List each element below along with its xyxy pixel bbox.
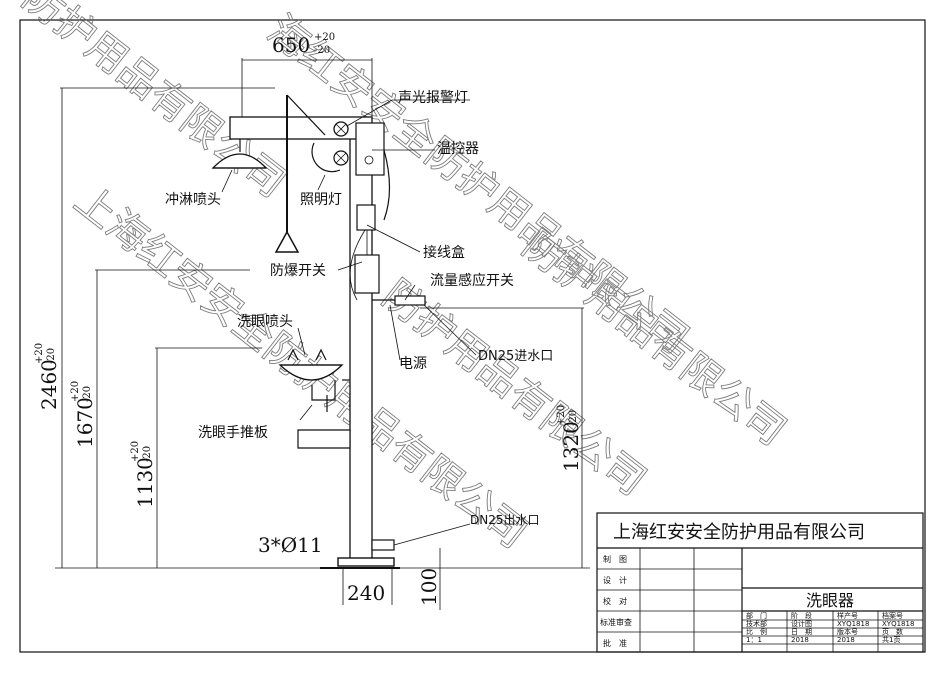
outlet-pipe	[371, 539, 395, 551]
label-shower-head: 冲淋喷头	[165, 192, 221, 208]
label-lighting: 照明灯	[300, 192, 342, 208]
svg-text:-20: -20	[314, 45, 330, 56]
svg-text:页 数: 页 数	[882, 627, 903, 636]
svg-text:XYQ1818: XYQ1818	[882, 620, 914, 628]
svg-text:样产号: 样产号	[837, 611, 858, 620]
label-outlet: DN25出水口	[470, 513, 540, 527]
tb-row-1: 制 图	[603, 554, 627, 564]
dim-eye-height: 1130 +20 -20	[130, 441, 157, 508]
flow-switch-shape	[394, 295, 426, 306]
svg-text:2018: 2018	[837, 636, 855, 644]
svg-text:-20: -20	[82, 386, 93, 402]
svg-text:部 门: 部 门	[746, 611, 767, 620]
junction-box-shape	[356, 204, 376, 231]
svg-text:设计图: 设计图	[791, 619, 812, 628]
dim-total-height: 2460 +20 -20	[34, 343, 61, 410]
tb-row-3: 校 对	[603, 596, 627, 606]
dim-base-width: 240	[347, 581, 385, 605]
svg-text:-20: -20	[142, 446, 153, 462]
title-product: 洗眼器	[806, 591, 854, 610]
svg-text:-20: -20	[46, 348, 57, 364]
pull-handle	[274, 230, 300, 253]
thermostat-box	[355, 122, 385, 176]
svg-text:1320: 1320	[559, 421, 583, 472]
svg-text:100: 100	[417, 568, 441, 606]
watermark: 防护用品有限公司 海红安安全防护用品有限公司 上海红安安全防护用品有限公司 防护…	[13, 0, 794, 558]
svg-text:1670: 1670	[73, 397, 97, 448]
svg-text:-20: -20	[568, 410, 579, 426]
label-explosion-switch: 防爆开关	[270, 263, 326, 279]
tb-row-2: 设 计	[603, 575, 627, 585]
dimension-text: 650 +20 -20 2460 +20 -20 1670 +20 -20 11…	[34, 32, 583, 606]
label-inlet: DN25进水口	[478, 349, 553, 364]
dim-inlet-height: 1320 +20 -20	[556, 405, 583, 472]
label-flow-switch: 流量感应开关	[430, 272, 514, 289]
dim-outlet-height: 100	[417, 568, 441, 606]
svg-text:+20: +20	[130, 441, 141, 462]
svg-text:阶 段: 阶 段	[791, 611, 812, 620]
drawing-border	[19, 19, 926, 653]
lighting-lamp	[311, 142, 341, 173]
svg-text:日 期: 日 期	[791, 628, 812, 636]
label-thermostat: 温控器	[437, 141, 479, 157]
svg-text:+20: +20	[314, 32, 335, 43]
watermark-text-1: 防护用品有限公司	[14, 0, 294, 207]
eyewash-unit	[211, 94, 426, 569]
svg-text:比 例: 比 例	[746, 627, 767, 636]
svg-text:+20: +20	[70, 381, 81, 402]
dim-shower-height: 1670 +20 -20	[70, 381, 97, 448]
title-block: 上海红安安全防护用品有限公司 洗眼器 制 图 设 计 校 对 标准审查 批 准 …	[596, 512, 924, 653]
svg-text:共1页: 共1页	[882, 635, 900, 644]
label-eye-push-plate: 洗眼手推板	[198, 425, 268, 441]
svg-text:+20: +20	[34, 343, 45, 364]
svg-text:技术部: 技术部	[746, 619, 767, 628]
tb-row-4: 标准审查	[600, 617, 632, 627]
svg-text:+20: +20	[556, 405, 567, 426]
svg-text:XYQ1818: XYQ1818	[837, 620, 869, 628]
tb-row-5: 批 准	[603, 638, 627, 648]
leader-lines	[221, 99, 477, 546]
svg-text:2460: 2460	[37, 359, 61, 410]
svg-text:1130: 1130	[133, 457, 157, 508]
component-labels: 声光报警灯 温控器 冲淋喷头 照明灯 接线盒 防爆开关 流量感应开关 洗眼喷头 …	[165, 90, 553, 527]
svg-text:档案号: 档案号	[882, 611, 903, 620]
label-eye-wash-head: 洗眼喷头	[237, 314, 293, 330]
explosion-switch-shape	[354, 254, 380, 294]
dim-holes: 3*Ø11	[258, 533, 323, 557]
label-alarm-light: 声光报警灯	[398, 90, 468, 106]
svg-text:1：1: 1：1	[746, 636, 762, 644]
svg-text:2018: 2018	[791, 636, 809, 644]
label-junction-box: 接线盒	[423, 244, 465, 261]
svg-text:版本号: 版本号	[837, 627, 858, 636]
base-plate	[337, 557, 395, 567]
main-pipe	[349, 129, 373, 561]
label-power: 电源	[399, 356, 427, 372]
dim-width-top: 650	[272, 33, 310, 57]
title-company: 上海红安安全防护用品有限公司	[613, 522, 865, 543]
shower-arm	[229, 116, 373, 140]
